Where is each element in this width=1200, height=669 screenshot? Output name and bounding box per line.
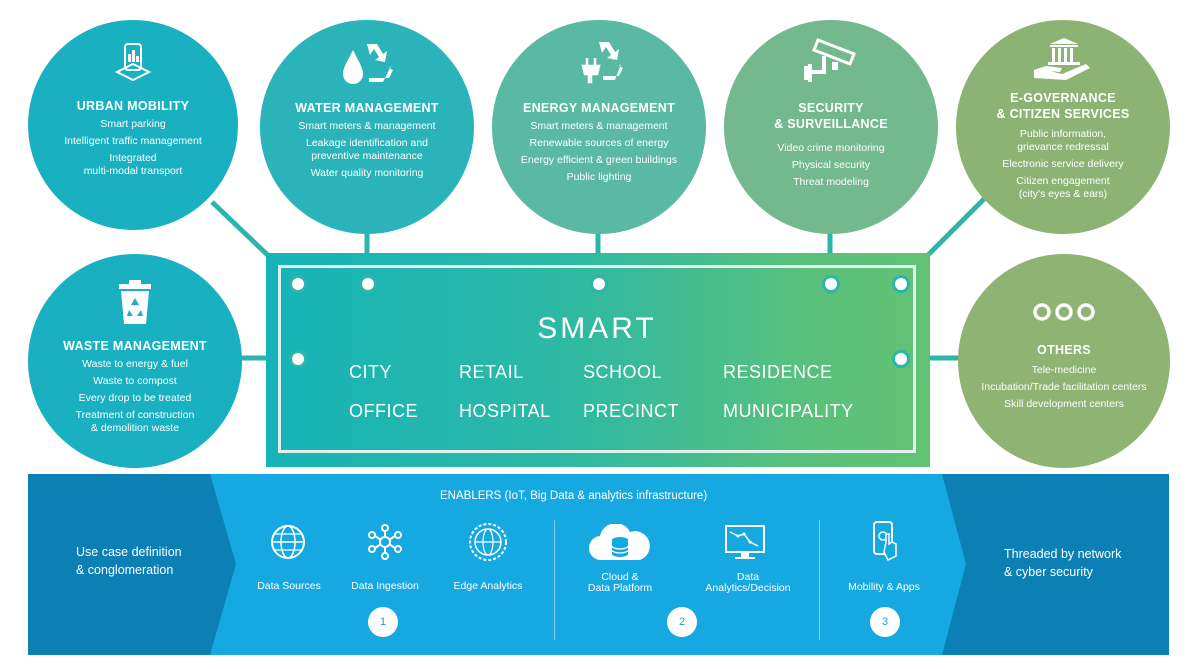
energy-items: Smart meters & management Renewable sour… bbox=[492, 120, 706, 184]
threaded-network-text: Threaded by network & cyber security bbox=[1004, 547, 1122, 579]
list-item: Intelligent traffic management bbox=[64, 135, 202, 147]
urban-mobility-items: Smart parking Intelligent traffic manage… bbox=[28, 118, 238, 178]
waste-items: Waste to energy & fuel Waste to compost … bbox=[28, 358, 242, 435]
list-item: Smart parking bbox=[100, 118, 166, 130]
government-hand-icon bbox=[1034, 38, 1090, 80]
network-nodes-icon bbox=[368, 524, 402, 560]
others-title: OTHERS bbox=[1037, 343, 1091, 357]
globe-network-icon bbox=[271, 525, 305, 559]
list-item: Waste to compost bbox=[93, 375, 177, 387]
security-items: Video crime monitoring Physical security… bbox=[724, 142, 938, 189]
security-surveillance-circle[interactable]: SECURITY & SURVEILLANCE Video crime moni… bbox=[724, 20, 938, 234]
use-case-text: Use case definition & conglomeration bbox=[76, 545, 182, 577]
category-office: OFFICE bbox=[349, 401, 418, 421]
others-circle[interactable]: OTHERS Tele-medicine Incubation/Trade fa… bbox=[958, 254, 1170, 468]
list-item: Citizen engagement (city's eyes & ears) bbox=[1016, 175, 1110, 200]
list-item: Smart meters & management bbox=[298, 120, 436, 132]
category-hospital: HOSPITAL bbox=[459, 401, 551, 421]
cctv-camera-icon bbox=[804, 38, 856, 82]
water-title: WATER MANAGEMENT bbox=[295, 101, 439, 115]
connector-node bbox=[822, 275, 840, 293]
egov-items: Public information, grievance redressal … bbox=[956, 128, 1170, 201]
smart-title: SMART bbox=[537, 312, 657, 345]
list-item: Waste to energy & fuel bbox=[82, 358, 188, 370]
list-item: Integrated multi-modal transport bbox=[83, 152, 183, 177]
smart-center-frame: SMART CITY RETAIL SCHOOL RESIDENCE OFFIC… bbox=[278, 265, 916, 453]
category-municipality: MUNICIPALITY bbox=[723, 401, 854, 421]
waste-management-circle[interactable]: WASTE MANAGEMENT Waste to energy & fuel … bbox=[28, 254, 242, 468]
security-title: SECURITY & SURVEILLANCE bbox=[774, 101, 888, 131]
list-item: Smart meters & management bbox=[530, 120, 668, 132]
category-retail: RETAIL bbox=[459, 362, 524, 382]
label-data-analytics: Data Analytics/Decision bbox=[705, 571, 791, 594]
divider bbox=[819, 520, 820, 640]
enablers-title: ENABLERS (IoT, Big Data & analytics infr… bbox=[440, 490, 708, 502]
list-item: Every drop to be treated bbox=[78, 392, 192, 404]
list-item: Skill development centers bbox=[1004, 398, 1124, 410]
others-items: Tele-medicine Incubation/Trade facilitat… bbox=[958, 364, 1170, 411]
smart-center-box: SMART CITY RETAIL SCHOOL RESIDENCE OFFIC… bbox=[266, 253, 930, 467]
energy-title: ENERGY MANAGEMENT bbox=[522, 101, 676, 115]
label-data-ingestion: Data Ingestion bbox=[351, 580, 419, 592]
list-item: Incubation/Trade facilitation centers bbox=[981, 381, 1147, 393]
list-item: Renewable sources of energy bbox=[529, 137, 669, 149]
list-item: Treatment of construction & demolition w… bbox=[75, 409, 195, 434]
list-item: Water quality monitoring bbox=[310, 167, 424, 179]
label-mobility-apps: Mobility & Apps bbox=[848, 581, 920, 593]
category-precinct: PRECINCT bbox=[583, 401, 680, 421]
list-item: Leakage identification and preventive ma… bbox=[305, 137, 428, 162]
list-item: Public lighting bbox=[566, 171, 632, 183]
recycle-bin-icon bbox=[119, 280, 151, 324]
energy-recycle-plug-icon bbox=[581, 42, 623, 84]
connector-node bbox=[892, 350, 910, 368]
analytics-monitor-icon bbox=[725, 525, 765, 559]
list-item: Tele-medicine bbox=[1031, 364, 1097, 376]
urban-mobility-circle[interactable]: URBAN MOBILITY Smart parking Intelligent… bbox=[28, 20, 238, 230]
more-dots-icon bbox=[1033, 303, 1095, 321]
label-cloud-platform: Cloud & Data Platform bbox=[587, 571, 653, 594]
energy-management-circle[interactable]: ENERGY MANAGEMENT Smart meters & managem… bbox=[492, 20, 706, 234]
water-management-circle[interactable]: WATER MANAGEMENT Smart meters & manageme… bbox=[260, 20, 474, 234]
urban-mobility-title: URBAN MOBILITY bbox=[76, 99, 190, 113]
list-item: Public information, grievance redressal bbox=[1017, 128, 1109, 153]
waste-title: WASTE MANAGEMENT bbox=[63, 339, 207, 353]
divider bbox=[554, 520, 555, 640]
list-item: Threat modeling bbox=[793, 176, 869, 188]
egovernance-circle[interactable]: E-GOVERNANCE & CITIZEN SERVICES Public i… bbox=[956, 20, 1170, 234]
cloud-database-icon bbox=[589, 524, 650, 561]
list-item: Physical security bbox=[791, 159, 871, 171]
connector-node bbox=[590, 275, 608, 293]
step-number-3: 3 bbox=[870, 607, 900, 637]
water-recycle-icon bbox=[343, 44, 393, 84]
step-number-1: 1 bbox=[368, 607, 398, 637]
connector-node bbox=[359, 275, 377, 293]
water-items: Smart meters & management Leakage identi… bbox=[260, 120, 474, 180]
category-city: CITY bbox=[349, 362, 393, 382]
mobile-touch-icon bbox=[873, 521, 897, 562]
edge-globe-icon bbox=[469, 523, 507, 561]
egov-title: E-GOVERNANCE & CITIZEN SERVICES bbox=[996, 91, 1130, 121]
category-residence: RESIDENCE bbox=[723, 362, 833, 382]
step-number-2: 2 bbox=[667, 607, 697, 637]
connector-node bbox=[892, 275, 910, 293]
connector-node bbox=[289, 275, 307, 293]
list-item: Energy efficient & green buildings bbox=[520, 154, 678, 166]
list-item: Video crime monitoring bbox=[777, 142, 885, 154]
category-school: SCHOOL bbox=[583, 362, 663, 382]
label-edge-analytics: Edge Analytics bbox=[453, 580, 523, 592]
list-item: Electronic service delivery bbox=[1002, 158, 1124, 170]
label-data-sources: Data Sources bbox=[257, 580, 321, 592]
smart-city-phone-icon bbox=[114, 43, 152, 82]
connector-node bbox=[289, 350, 307, 368]
